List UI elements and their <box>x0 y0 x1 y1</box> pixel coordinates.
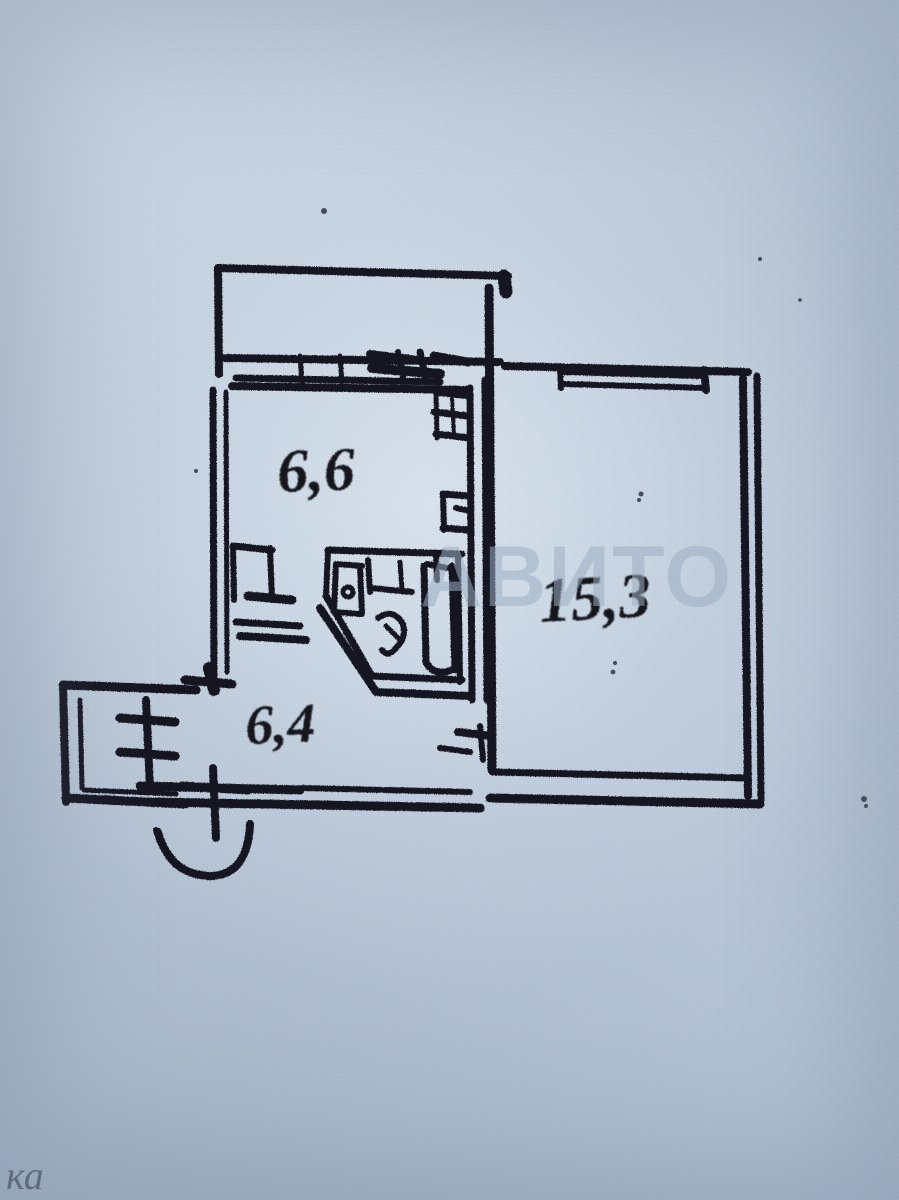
ink-specks <box>194 208 868 808</box>
area-label-bedroom: 6,6 <box>276 435 356 506</box>
door-jamb-box <box>439 490 474 534</box>
threshold-ticks <box>437 723 496 763</box>
area-label-living: 15,3 <box>537 559 653 636</box>
window-top-right-symbol <box>557 366 710 394</box>
corridor-niche <box>430 388 474 442</box>
central-wall <box>484 283 497 775</box>
hall-outline <box>214 264 513 378</box>
edge-handwriting: ка <box>6 1153 44 1198</box>
closet-hatch-symbol <box>232 348 473 386</box>
kitchen-outline <box>58 542 485 813</box>
entry-door-swing <box>153 764 254 880</box>
area-label-kitchen: 6,4 <box>244 693 316 757</box>
bathroom-fixture-group <box>316 546 474 700</box>
bedroom-lower-stub <box>180 662 237 696</box>
